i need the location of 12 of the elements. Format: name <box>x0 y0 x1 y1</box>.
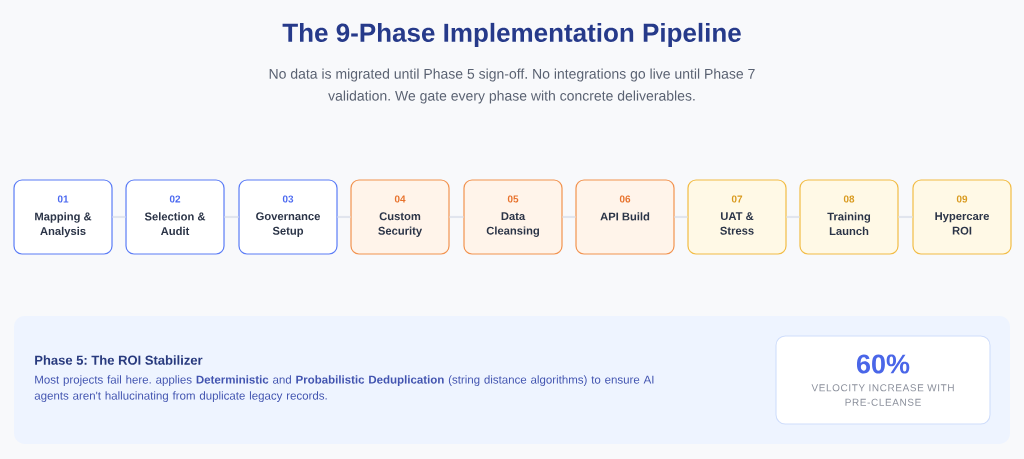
phase-box: 08 Training Launch <box>799 179 899 255</box>
phase-box: 05 Data Cleansing <box>463 179 563 255</box>
phase-box: 01 Mapping & Analysis <box>13 179 113 255</box>
phase-box: 04 Custom Security <box>350 179 450 255</box>
stat-card: 60% VELOCITY INCREASE WITH PRE-CLEANSE <box>775 335 991 425</box>
subtitle: No data is migrated until Phase 5 sign-off. No integrations go live until Phase 7 validation. We gate every phase with concrete deliverables. <box>269 68 755 104</box>
title: The 9-Phase Implementation Pipeline <box>282 22 741 48</box>
phase-box: 09 Hypercare ROI <box>912 179 1012 255</box>
phase-box: 03 Governance Setup <box>238 179 338 255</box>
phase-box: 02 Selection & Audit <box>125 179 225 255</box>
phase-box: 07 UAT & Stress <box>687 179 787 255</box>
phase-box: 06 API Build <box>575 179 675 255</box>
